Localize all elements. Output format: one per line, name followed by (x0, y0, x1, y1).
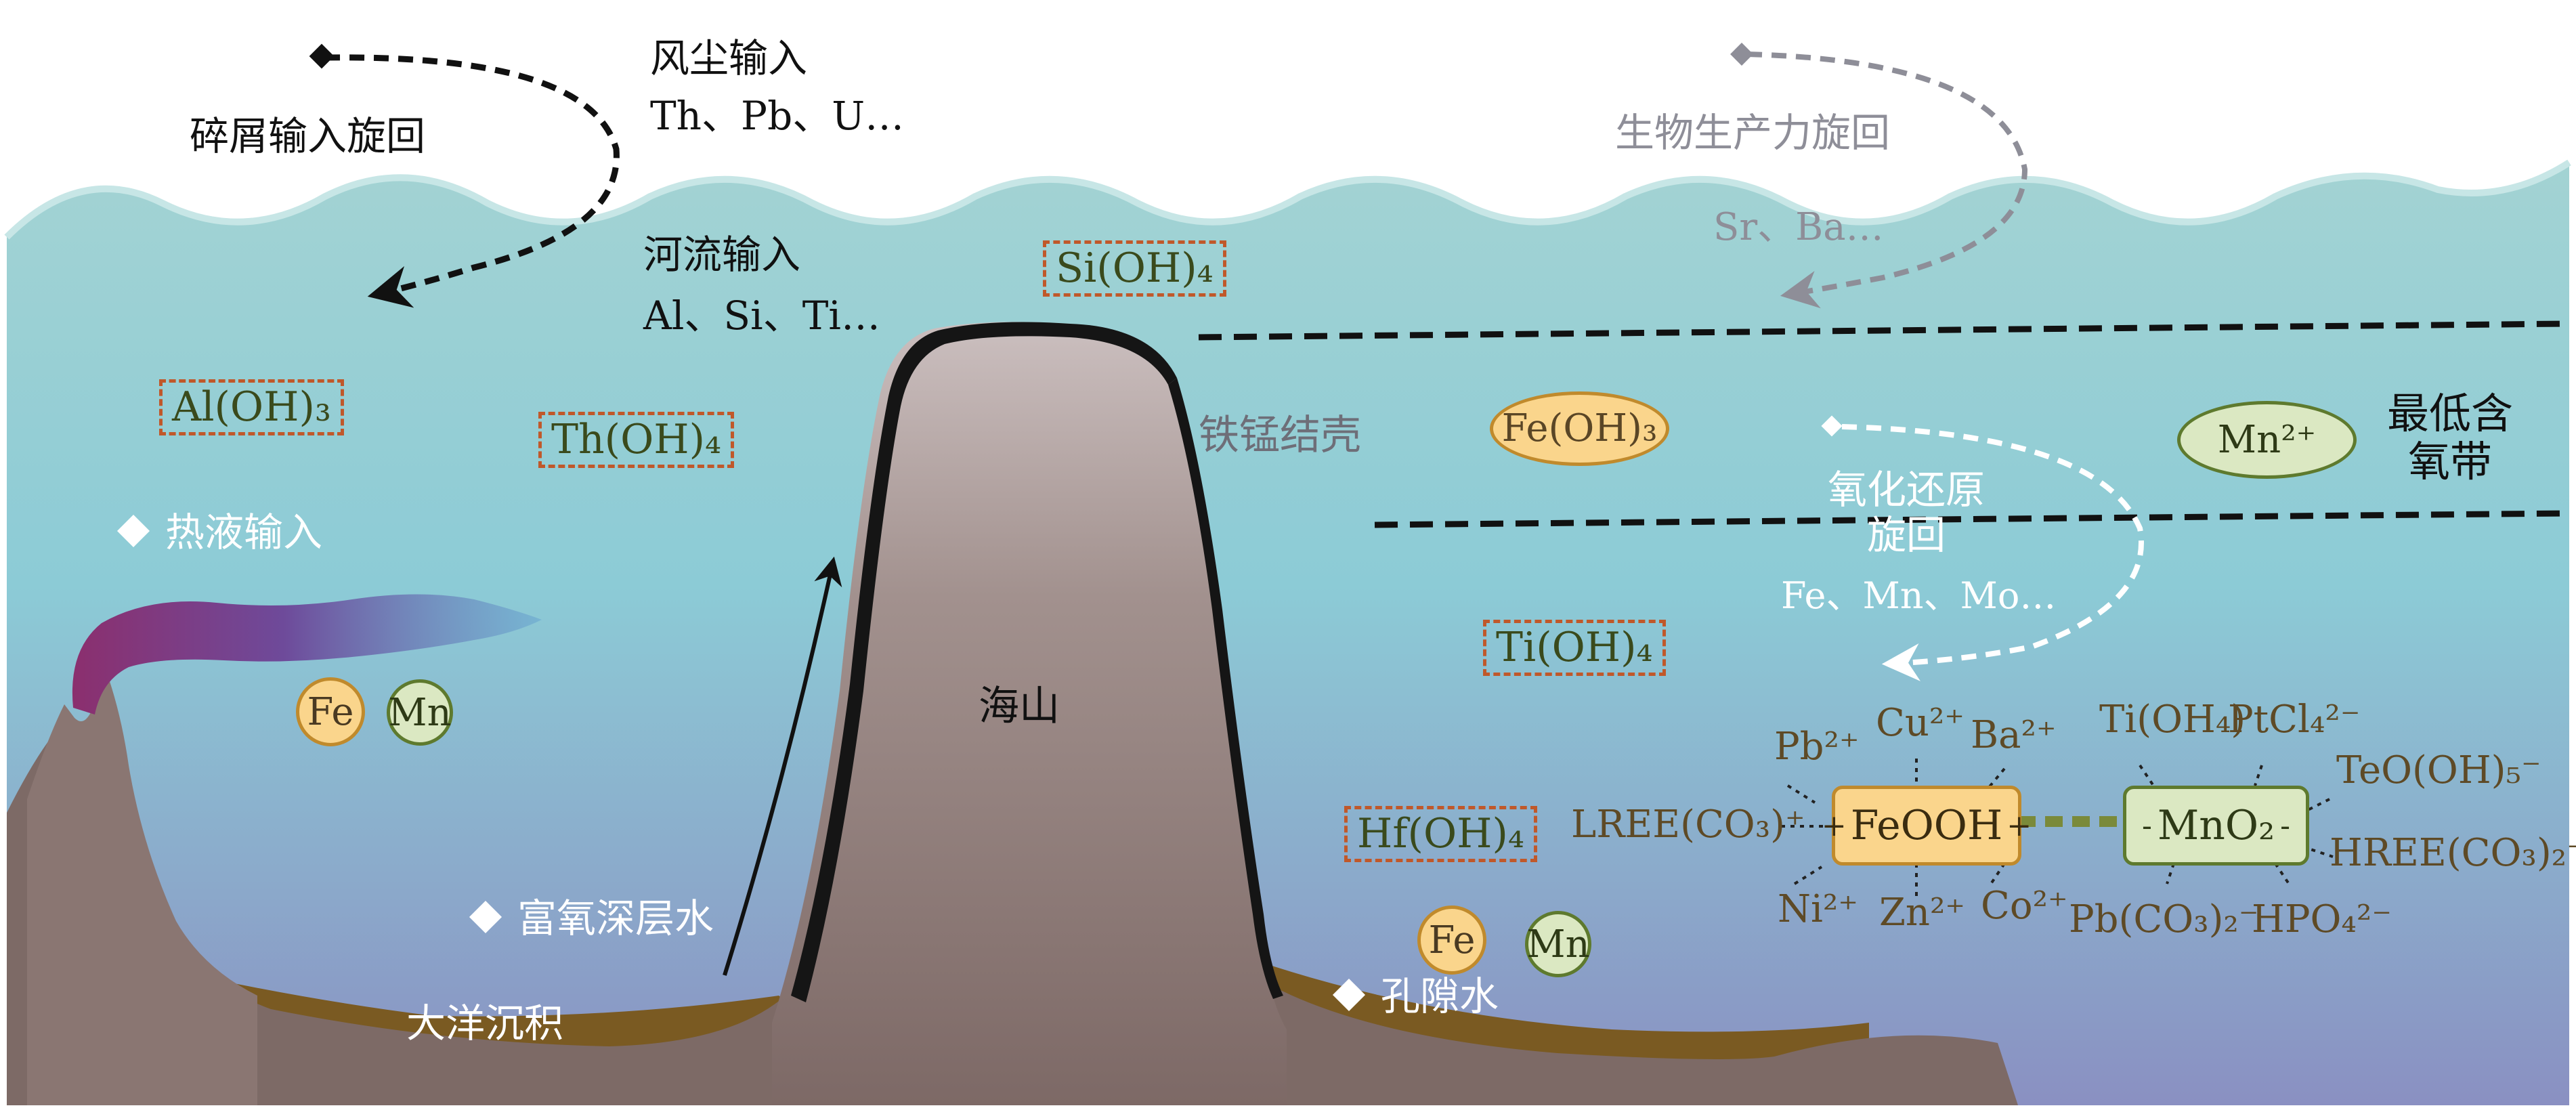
diamond-icon (469, 900, 502, 933)
ion-hpo4: HPO₄²⁻ (2252, 897, 2392, 941)
chimney (27, 677, 257, 1105)
ion-zn: Zn²⁺ (1879, 891, 1965, 935)
dust-input-label: 风尘输入 (650, 35, 808, 81)
hydrothermal-plume (72, 594, 542, 715)
deep-water-label: 富氧深层水 (469, 895, 714, 941)
river-input-label: 河流输入 (643, 232, 801, 278)
redox-elements-label: Fe、Mn、Mo… (1781, 574, 2057, 617)
seamount-label: 海山 (979, 683, 1060, 730)
omz-label: 最低含 氧带 (2387, 389, 2514, 487)
upwelling-arrow (723, 556, 842, 976)
mn-circle-hydro: Mn (387, 679, 453, 746)
aloh3-box: Al(OH)₃ (159, 379, 344, 435)
bio-cycle-arrow (1746, 51, 2028, 309)
deep-water-text: 富氧深层水 (517, 895, 714, 941)
seamount (772, 322, 1287, 1105)
omz-lower-line (1374, 510, 2567, 528)
thoh4-box: Th(OH)₄ (538, 412, 735, 468)
omz-upper-line (1198, 320, 2567, 341)
bio-elements-label: Sr、Ba… (1713, 205, 1884, 249)
redox-cycle-label: 氧化还原 旋回 (1827, 467, 1985, 558)
ion-tioh4: Ti(OH₄) (2099, 698, 2246, 742)
pore-water-text: 孔隙水 (1381, 973, 1499, 1019)
pore-water-label: 孔隙水 (1332, 973, 1499, 1019)
diamond-icon (1332, 978, 1366, 1011)
feoh3-ellipse: Fe(OH)₃ (1490, 391, 1669, 466)
feooh-particle: +FeOOH+ (1822, 786, 2032, 866)
fe-circle-pore: Fe (1417, 905, 1486, 975)
hydrothermal-label: 热液输入 (116, 509, 323, 555)
ion-ni: Ni²⁺ (1778, 887, 1858, 931)
ion-ba: Ba²⁺ (1971, 713, 2057, 757)
fe-circle-hydro: Fe (296, 677, 365, 746)
mno2-text: MnO₂ (2157, 802, 2275, 849)
sediment-label: 大洋沉积 (406, 1000, 564, 1046)
hydrothermal-text: 热液输入 (165, 509, 323, 555)
sioh4-box: Si(OH)₄ (1043, 240, 1226, 297)
diamond-icon (116, 514, 150, 547)
mn-circle-pore: Mn (1525, 911, 1591, 977)
feooh-text: FeOOH (1850, 802, 2003, 849)
crust-label: 铁锰结壳 (1199, 412, 1361, 459)
ion-hree: HREE(CO₃)₂⁻ (2330, 831, 2576, 875)
tioh4-box: Ti(OH)₄ (1483, 620, 1666, 676)
redox-cycle-arrow (1841, 424, 2144, 681)
ion-cu: Cu²⁺ (1876, 701, 1965, 745)
redox-cycle-start (1821, 415, 1843, 437)
hfoh4-box: Hf(OH)₄ (1344, 806, 1537, 862)
ion-ptcl4: PtCl₄²⁻ (2228, 698, 2361, 742)
detrital-cycle-label: 碎屑输入旋回 (190, 113, 426, 159)
wave-highlight (4, 159, 2571, 240)
detrital-cycle-start (309, 43, 335, 69)
ion-pb: Pb²⁺ (1774, 725, 1860, 769)
ion-pbco3: Pb(CO₃)₂⁻ (2069, 897, 2259, 941)
bio-cycle-start (1730, 43, 1753, 66)
ion-teooh5: TeO(OH)₅⁻ (2336, 748, 2541, 792)
dust-elements-label: Th、Pb、U… (650, 93, 905, 139)
ion-co: Co²⁺ (1981, 884, 2068, 928)
mn2-ellipse: Mn²⁺ (2177, 401, 2357, 479)
detrital-cycle-arrow (324, 54, 620, 308)
seafloor-right (1253, 975, 2018, 1105)
river-elements-label: Al、Si、Ti… (643, 293, 880, 339)
mno2-particle: -MnO₂- (2123, 786, 2309, 866)
ocean-water (7, 163, 2569, 1105)
bio-cycle-label: 生物生产力旋回 (1615, 110, 1891, 156)
ion-lree: LREE(CO₃)⁺ (1571, 803, 1805, 847)
ocean-sediment (108, 955, 806, 1061)
fe-mn-crust-right (1168, 378, 1283, 999)
